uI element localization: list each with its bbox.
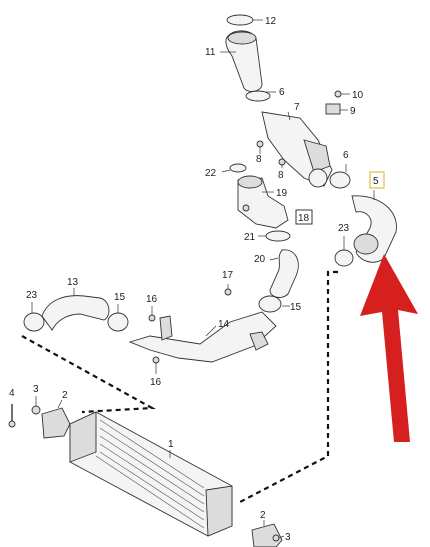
callout-15-left: 15	[114, 292, 126, 303]
part-9-sensor	[325, 103, 348, 115]
callout-15-right: 15	[290, 302, 302, 313]
part-22-seal	[221, 163, 247, 173]
callout-1: 1	[168, 439, 174, 450]
callout-13: 13	[67, 277, 79, 288]
callout-6-upper: 6	[279, 87, 285, 98]
part-5-hose	[351, 190, 397, 263]
part-7-throttle-manifold	[261, 111, 333, 188]
callout-8-lower: 8	[278, 170, 284, 181]
dashed-routing-lines	[21, 270, 338, 503]
callout-21: 21	[244, 232, 256, 243]
part-20-hose	[269, 249, 299, 298]
callout-16-upper: 16	[146, 294, 158, 305]
callout-14: 14	[218, 319, 230, 330]
callout-9: 9	[350, 106, 356, 117]
part-14-metal-pipe	[128, 311, 277, 363]
part-18-boxed-label	[295, 209, 313, 225]
callout-3-right: 3	[285, 532, 291, 543]
callout-23-right: 23	[338, 223, 350, 234]
callout-7: 7	[294, 102, 300, 113]
part-6-lower-ring	[329, 164, 351, 189]
part-15-clamp-right	[258, 295, 290, 313]
part-2-bracket-right	[251, 520, 283, 547]
callout-11: 11	[205, 47, 216, 58]
callout-22: 22	[205, 168, 217, 179]
part-13-hose-left	[41, 288, 110, 331]
part-8-bolts	[256, 140, 286, 168]
callout-12: 12	[265, 16, 277, 27]
part-4-bolt	[8, 404, 16, 428]
callout-5: 5	[373, 176, 379, 187]
part-16-bolts	[148, 306, 160, 374]
part-15-clamp-left	[107, 304, 129, 332]
callout-2-right: 2	[260, 510, 266, 521]
part-10-bolt	[334, 90, 350, 98]
callout-23-left: 23	[26, 290, 38, 301]
part-12-clip	[226, 14, 263, 26]
part-6-upper-ring	[245, 90, 276, 102]
callout-6-lower: 6	[343, 150, 349, 161]
callout-8-upper: 8	[256, 154, 262, 165]
callout-4: 4	[9, 388, 15, 399]
part-3-nut-right	[272, 534, 285, 542]
part-3-nut-left	[31, 396, 41, 415]
part-23-ring-right	[334, 236, 354, 267]
callout-19: 19	[276, 188, 288, 199]
part-1-intercooler	[69, 411, 233, 537]
part-19-housing	[237, 175, 289, 229]
part-5-highlight-box	[369, 171, 385, 189]
part-17-bolt	[224, 284, 232, 296]
callout-3-left: 3	[33, 384, 39, 395]
callout-18: 18	[298, 213, 310, 224]
red-arrow-icon	[360, 254, 418, 442]
callout-10: 10	[352, 90, 364, 101]
part-23-ring-left	[23, 302, 45, 332]
callout-20: 20	[254, 254, 266, 265]
part-11-upper-pipe	[220, 30, 263, 92]
callout-labels: 12 11 6 10 7 9 8 6 22 8 5 19 18 23 21 20…	[9, 16, 379, 543]
part-21-clamp	[258, 230, 291, 242]
callout-2-left: 2	[62, 390, 68, 401]
callout-17: 17	[222, 270, 234, 281]
callout-16-lower: 16	[150, 377, 162, 388]
part-2-bracket-left	[41, 399, 71, 439]
